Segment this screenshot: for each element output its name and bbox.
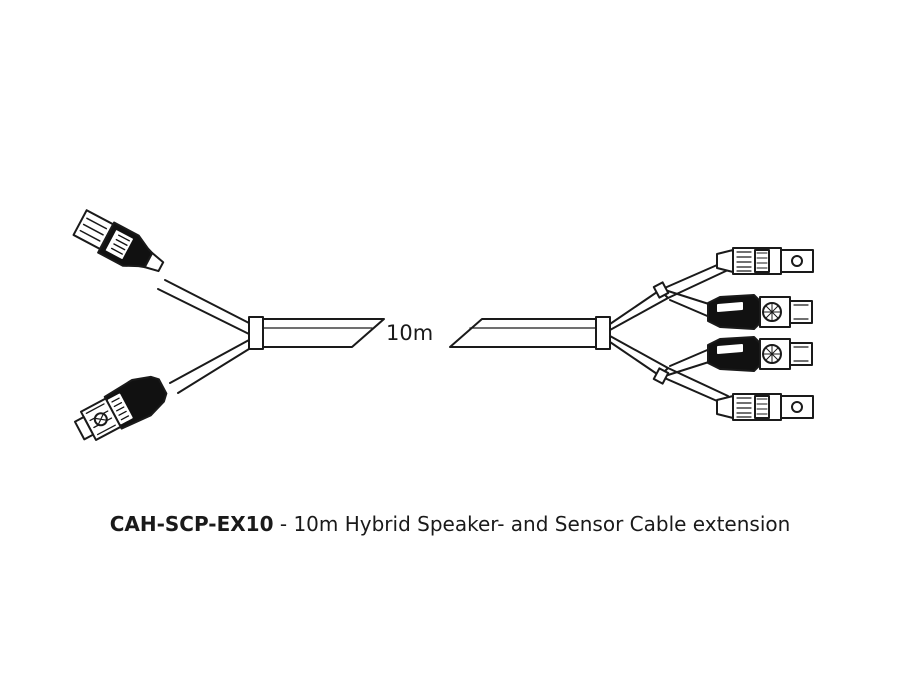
product-caption: CAH-SCP-EX10 - 10m Hybrid Speaker- and S… xyxy=(0,512,900,536)
right-xlr-connector-2 xyxy=(716,393,814,421)
caption-separator: - xyxy=(273,512,294,536)
left-rj45-connector xyxy=(72,209,165,273)
right-speakon-connector-1 xyxy=(707,294,813,330)
right-cable-end xyxy=(449,261,729,405)
product-description: 10m Hybrid Speaker- and Sensor Cable ext… xyxy=(293,512,791,536)
left-speakon-connector xyxy=(73,375,168,441)
right-speakon-connector-2 xyxy=(707,336,813,372)
cable-length-label: 10m xyxy=(386,321,434,345)
product-code: CAH-SCP-EX10 xyxy=(109,512,274,536)
left-cable-end xyxy=(157,279,385,394)
right-xlr-connector-1 xyxy=(716,247,814,275)
